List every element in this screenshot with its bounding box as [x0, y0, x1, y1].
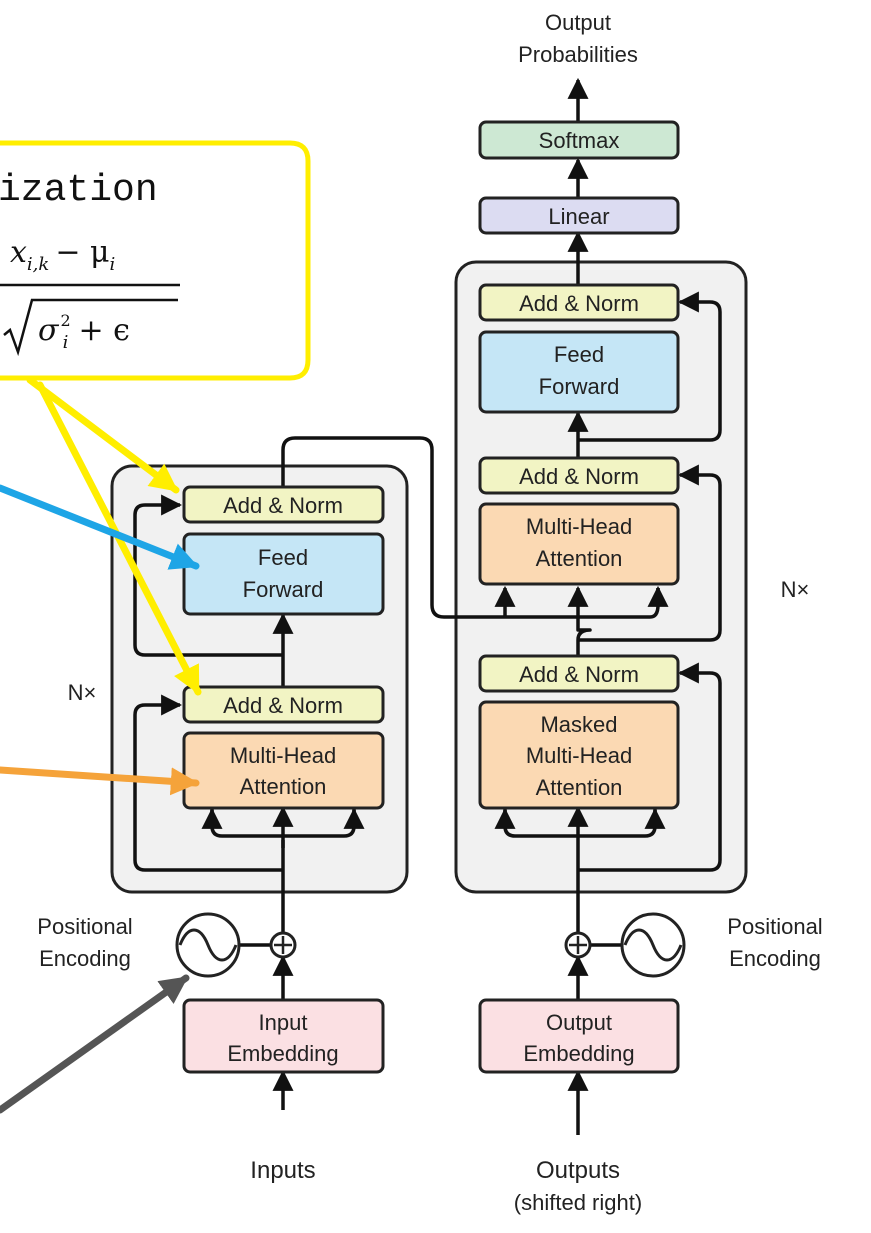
- callout-den-sigma: σ: [38, 313, 60, 348]
- encoder-ff-label-1: Feed: [258, 545, 308, 570]
- orange-arrow-to-attention: [0, 766, 200, 796]
- encoder-multi-head-attention: Multi-Head Attention: [182, 731, 385, 810]
- decoder-masked-label-2: Multi-Head: [526, 743, 632, 768]
- decoder-softmax: Softmax: [478, 120, 680, 160]
- callout-num-mu-sub: i: [109, 254, 115, 275]
- encoder-pos-label-1: Positional: [37, 914, 132, 939]
- encoder-mha-label-1: Multi-Head: [230, 743, 336, 768]
- decoder-positional-encoding-icon: [620, 912, 686, 978]
- decoder-embed-label-2: Embedding: [523, 1041, 634, 1066]
- callout-num-x: x: [10, 235, 27, 270]
- gray-arrow-to-positional-encoding: [0, 974, 190, 1114]
- callout-num-minus: − μ: [55, 235, 109, 270]
- decoder-mha-label-1: Multi-Head: [526, 514, 632, 539]
- decoder-output-label-2: Probabilities: [518, 42, 638, 67]
- yellow-arrow-to-add-norm-top: [26, 376, 180, 494]
- callout-title: ization: [0, 169, 158, 212]
- decoder-masked-attention: Masked Multi-Head Attention: [478, 700, 680, 810]
- decoder-pos-label-2: Encoding: [729, 946, 821, 971]
- decoder-linear: Linear: [478, 196, 680, 235]
- encoder-ff-label-2: Forward: [243, 577, 324, 602]
- encoder-positional-encoding-icon: [175, 912, 241, 978]
- decoder-add-norm-3: Add & Norm: [478, 654, 680, 693]
- callout-den-plus: + ϵ: [78, 313, 129, 348]
- decoder-masked-label-3: Attention: [536, 775, 623, 800]
- encoder-embed-label-1: Input: [259, 1010, 308, 1035]
- decoder-masked-label-1: Masked: [540, 712, 617, 737]
- callout-sqrt-icon: [3, 298, 178, 357]
- decoder-add-icon: [564, 931, 592, 959]
- decoder-softmax-label: Softmax: [539, 128, 620, 153]
- decoder-outputs-label-1: Outputs: [536, 1157, 620, 1184]
- decoder-mha-label-2: Attention: [536, 546, 623, 571]
- encoder-add-norm-bottom: Add & Norm: [182, 685, 385, 724]
- decoder-add-norm-2: Add & Norm: [478, 456, 680, 495]
- encoder-stack: [110, 464, 409, 894]
- encoder-embed-label-2: Embedding: [227, 1041, 338, 1066]
- encoder-pos-label-2: Encoding: [39, 946, 131, 971]
- encoder-add-icon: [269, 931, 297, 959]
- decoder-embed-label-1: Output: [546, 1010, 612, 1035]
- decoder-output-embedding: Output Embedding: [478, 998, 680, 1074]
- decoder-multi-head-attention: Multi-Head Attention: [478, 502, 680, 586]
- decoder-output-label-1: Output: [545, 10, 611, 35]
- encoder-input-embedding: Input Embedding: [182, 998, 385, 1074]
- encoder-feed-forward: Feed Forward: [182, 532, 385, 616]
- callout-den-sup: 2: [60, 311, 70, 330]
- callout-num-sub: i,k: [27, 254, 49, 275]
- decoder-add-norm-3-label: Add & Norm: [519, 662, 639, 687]
- callout-numerator: xi,k − μi: [10, 235, 115, 275]
- blue-arrow-to-feed-forward: [0, 484, 200, 570]
- encoder-add-norm-top-label: Add & Norm: [223, 493, 343, 518]
- decoder-add-norm-2-label: Add & Norm: [519, 464, 639, 489]
- decoder-ff-label-1: Feed: [554, 342, 604, 367]
- decoder-add-norm-1-label: Add & Norm: [519, 291, 639, 316]
- decoder-pos-label-1: Positional: [727, 914, 822, 939]
- encoder-add-norm-bottom-label: Add & Norm: [223, 693, 343, 718]
- decoder-feed-forward: Feed Forward: [478, 330, 680, 414]
- decoder-outputs-label-2: (shifted right): [514, 1190, 642, 1215]
- decoder-linear-label: Linear: [548, 204, 609, 229]
- encoder-inputs-label: Inputs: [250, 1157, 315, 1184]
- encoder-mha-label-2: Attention: [240, 774, 327, 799]
- decoder-nx-label: N×: [781, 577, 810, 602]
- callout-den-sub: i: [63, 332, 69, 353]
- encoder-add-norm-top: Add & Norm: [182, 485, 385, 524]
- encoder-nx-label: N×: [68, 680, 97, 705]
- decoder-add-norm-1: Add & Norm: [478, 283, 680, 322]
- decoder-ff-label-2: Forward: [539, 374, 620, 399]
